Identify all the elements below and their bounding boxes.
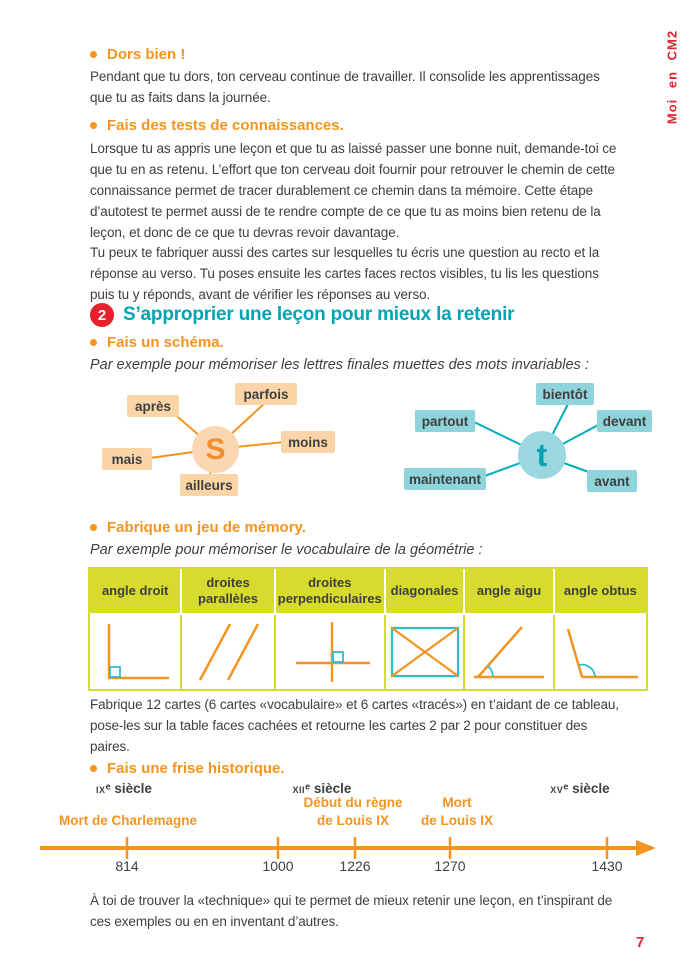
bullet-icon [90, 339, 97, 346]
word-box: maintenant [404, 468, 486, 490]
droites-perpendiculaires-drawing [295, 622, 370, 682]
tip-title-memory-label: Fabrique un jeu de mémory. [107, 519, 306, 536]
century-rest: ᵉ siècle [105, 781, 152, 796]
word-box: avant [587, 470, 637, 492]
header-cell: angle obtus [554, 569, 646, 613]
arrowhead-icon [636, 840, 656, 856]
event-line: Mort [442, 795, 472, 810]
timeline-axis [40, 837, 656, 859]
bullet-icon [90, 524, 97, 531]
tip-title-sleep-label: Dors bien ! [107, 46, 186, 63]
tip-title-schema: Fais un schéma. [90, 334, 224, 351]
mind-map-center-t: t [518, 431, 566, 479]
table-cell [182, 615, 276, 689]
tip-title-tests-label: Fais des tests de connaissances. [107, 117, 344, 134]
memory-after-text: Fabrique 12 cartes (6 cartes «vocabulair… [90, 697, 619, 754]
tip-title-schema-label: Fais un schéma. [107, 334, 224, 351]
tip-title-tests: Fais des tests de connaissances. [90, 117, 344, 134]
mind-maps: S après parfois moins mais ailleurs t bi… [80, 378, 660, 508]
header-cell: angle droit [90, 569, 183, 613]
timeline: ixᵉ siècle xiiᵉ siècle xvᵉ siècle Mort d… [40, 778, 670, 888]
year-label: 814 [115, 858, 139, 874]
page-number: 7 [636, 934, 645, 951]
word-box: devant [597, 410, 652, 432]
event-label: Mort de Charlemagne [59, 812, 197, 830]
table-cell [90, 615, 183, 689]
angle-droit-drawing [107, 624, 170, 680]
schema-intro: Par exemple pour mémoriser les lettres f… [90, 357, 589, 373]
diagonales-drawing [390, 626, 459, 678]
tip-title-frise: Fais une frise historique. [90, 760, 285, 777]
header-cell: diagonales [385, 569, 466, 613]
century-numeral: xv [550, 781, 564, 796]
year-label: 1270 [434, 858, 466, 874]
event-line: de Louis IX [316, 813, 390, 828]
event-line: de Louis IX [420, 813, 494, 828]
header-cell: droites perpendiculaires [275, 569, 386, 613]
event-line: Mort de Charlemagne [58, 813, 198, 828]
year-label: 1430 [591, 858, 623, 874]
word-box: parfois [235, 383, 297, 405]
table-cell [554, 615, 646, 689]
section-2-heading: 2 S’approprier une leçon pour mieux la r… [90, 303, 515, 327]
mind-map-center-s: S [192, 426, 239, 473]
word-box: mais [102, 448, 152, 470]
tip-tests-para1: Lorsque tu as appris une leçon et que tu… [90, 141, 617, 240]
angle-aigu-drawing [473, 626, 544, 679]
memory-intro: Par exemple pour mémoriser le vocabulair… [90, 542, 483, 558]
century-rest: ᵉ siècle [563, 781, 610, 796]
geometry-table-header: angle droit droites parallèles droites p… [90, 569, 646, 615]
geometry-table-body [90, 615, 646, 689]
word-box: après [127, 395, 179, 417]
year-label: 1000 [262, 858, 294, 874]
century-label: xvᵉ siècle [550, 781, 609, 796]
tip-sleep-body: Pendant que tu dors, ton cerveau continu… [90, 69, 600, 105]
tip-title-sleep: Dors bien ! [90, 46, 185, 63]
section-number-badge: 2 [90, 303, 114, 327]
geometry-table: angle droit droites parallèles droites p… [88, 567, 648, 691]
closing-text: À toi de trouver la «technique» qui te p… [90, 893, 613, 929]
side-tab-label: Moi en CM2 [664, 29, 680, 125]
event-label: Début du règne de Louis IX [303, 794, 402, 830]
bullet-icon [90, 765, 97, 772]
tip-tests-para2: Tu peux te fabriquer aussi des cartes su… [90, 245, 600, 302]
table-cell [275, 615, 386, 689]
word-box: moins [281, 431, 335, 453]
droites-paralleles-drawing [198, 623, 260, 681]
table-cell [465, 615, 555, 689]
century-label: ixᵉ siècle [96, 781, 152, 796]
tip-title-frise-label: Fais une frise historique. [107, 760, 285, 777]
section-title: S’approprier une leçon pour mieux la ret… [123, 304, 515, 325]
word-box: bientôt [536, 383, 594, 405]
century-numeral: ix [96, 781, 106, 796]
word-box: ailleurs [180, 474, 238, 496]
header-cell: angle aigu [465, 569, 555, 613]
word-box: partout [415, 410, 475, 432]
century-rest: ᵉ siècle [305, 781, 352, 796]
century-label: xiiᵉ siècle [293, 781, 352, 796]
tip-title-memory: Fabrique un jeu de mémory. [90, 519, 306, 536]
year-label: 1226 [339, 858, 371, 874]
table-cell [385, 615, 466, 689]
angle-obtus-drawing [567, 628, 639, 679]
century-numeral: xii [292, 781, 306, 796]
header-cell: droites parallèles [182, 569, 276, 613]
bullet-icon [90, 122, 97, 129]
event-line: Début du règne [303, 795, 403, 810]
bullet-icon [90, 51, 97, 58]
event-label: Mort de Louis IX [421, 794, 493, 830]
